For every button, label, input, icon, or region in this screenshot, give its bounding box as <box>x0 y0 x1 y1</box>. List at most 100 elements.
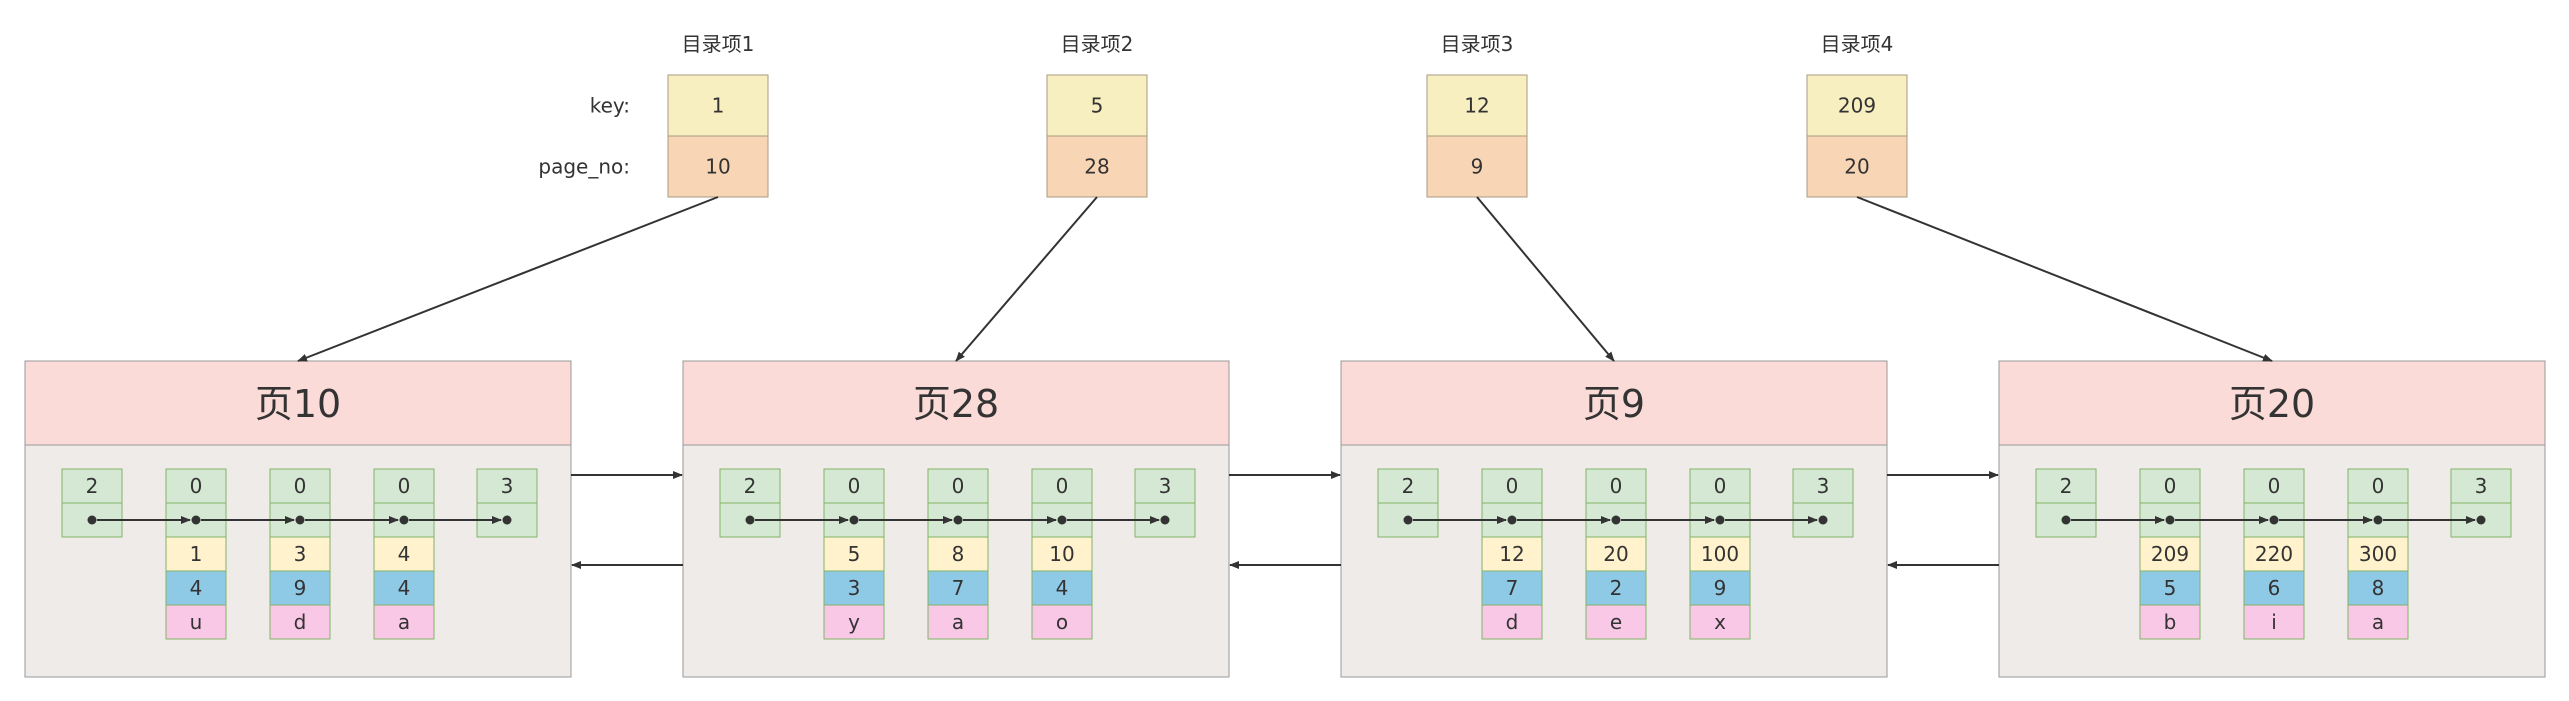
record-c1-cell <box>823 536 885 572</box>
directory-entry-title: 目录项4 <box>1821 32 1894 56</box>
record-next-value: 0 <box>2372 474 2385 498</box>
record-next-value: 0 <box>2164 474 2177 498</box>
record-c2-value: 4 <box>398 576 411 600</box>
page-no-row-label: page_no: <box>538 155 630 179</box>
infimum-next-value: 2 <box>744 474 757 498</box>
pointer-dot <box>502 515 512 525</box>
page-title: 页20 <box>2229 382 2315 426</box>
record-c2-value: 4 <box>1056 576 1069 600</box>
pointer-dot <box>1818 515 1828 525</box>
record-c2-cell <box>927 570 989 606</box>
record-next-cell <box>2243 468 2305 504</box>
directory-page-no-value: 28 <box>1084 155 1109 179</box>
directory-entry-title: 目录项2 <box>1061 32 1134 56</box>
pointer-dot <box>295 515 305 525</box>
record-c2-cell <box>2139 570 2201 606</box>
record-c3-value: e <box>1610 610 1622 634</box>
record-next-value: 0 <box>2268 474 2281 498</box>
record-c3-cell <box>2139 604 2201 640</box>
record-next-value: 0 <box>1056 474 1069 498</box>
record-c1-value: 12 <box>1499 542 1524 566</box>
directory-entry: 目录项2 5 28 <box>1046 32 1148 198</box>
directory-page-no-cell <box>1046 135 1148 198</box>
record-next-cell <box>2139 468 2201 504</box>
record-c3-cell <box>2347 604 2409 640</box>
infimum-next-cell <box>1377 468 1439 504</box>
record-next-value: 0 <box>1610 474 1623 498</box>
record-c3-cell <box>823 604 885 640</box>
pointer-dot <box>849 515 859 525</box>
pointer-dot <box>745 515 755 525</box>
record-c2-cell <box>1689 570 1751 606</box>
record-c2-cell <box>165 570 227 606</box>
record-c1-value: 20 <box>1603 542 1628 566</box>
record-c1-value: 5 <box>848 542 861 566</box>
directory-page-no-cell <box>1806 135 1908 198</box>
directory-to-page-arrow <box>1856 196 2273 362</box>
pointer-dot <box>191 515 201 525</box>
record-c1-cell <box>373 536 435 572</box>
directory-key-cell <box>1046 74 1148 137</box>
pointer-dot <box>953 515 963 525</box>
infimum-next-value: 2 <box>86 474 99 498</box>
key-row-label: key: <box>590 94 630 118</box>
record-c3-value: b <box>2164 610 2177 634</box>
record-c3-cell <box>1031 604 1093 640</box>
directory-key-cell <box>667 74 769 137</box>
pointer-dot <box>2269 515 2279 525</box>
page-title: 页10 <box>255 382 341 426</box>
supremum-next-value: 3 <box>1817 474 1830 498</box>
pointer-dot <box>1715 515 1725 525</box>
record-next-cell <box>1481 468 1543 504</box>
record-c3-cell <box>1585 604 1647 640</box>
record-c3-value: o <box>1056 610 1068 634</box>
supremum-next-cell <box>476 468 538 504</box>
pointer-dot <box>2061 515 2071 525</box>
record-c3-cell <box>927 604 989 640</box>
record-c2-value: 8 <box>2372 576 2385 600</box>
record-c2-value: 4 <box>190 576 203 600</box>
record-c3-value: d <box>1506 610 1519 634</box>
page-header <box>1340 360 1888 446</box>
directory-entry: 目录项4 209 20 <box>1806 32 1908 198</box>
record-next-cell <box>1689 468 1751 504</box>
record-c3-cell <box>1481 604 1543 640</box>
supremum-next-value: 3 <box>2475 474 2488 498</box>
record-c2-cell <box>2243 570 2305 606</box>
supremum-next-cell <box>2450 468 2512 504</box>
directory-page-no-cell <box>667 135 769 198</box>
record-c2-cell <box>373 570 435 606</box>
supremum-next-cell <box>1792 468 1854 504</box>
directory-page-no-value: 20 <box>1844 155 1869 179</box>
infimum-next-cell <box>2035 468 2097 504</box>
record-c1-cell <box>1585 536 1647 572</box>
record-c2-value: 2 <box>1610 576 1623 600</box>
record-c3-value: d <box>294 610 307 634</box>
infimum-next-value: 2 <box>2060 474 2073 498</box>
record-c1-value: 10 <box>1049 542 1074 566</box>
record-c2-value: 7 <box>952 576 965 600</box>
page-header <box>1998 360 2546 446</box>
record-c3-value: a <box>2372 610 2384 634</box>
infimum-next-cell <box>719 468 781 504</box>
directory-key-value: 209 <box>1838 94 1876 118</box>
record-c3-cell <box>373 604 435 640</box>
pointer-dot <box>1403 515 1413 525</box>
record-c3-cell <box>1689 604 1751 640</box>
record-next-cell <box>823 468 885 504</box>
record-c1-value: 220 <box>2255 542 2293 566</box>
page-title: 页9 <box>1583 382 1645 426</box>
pointer-dot <box>1057 515 1067 525</box>
directory-key-value: 5 <box>1091 94 1104 118</box>
pointer-dot <box>399 515 409 525</box>
pointer-dot <box>1507 515 1517 525</box>
record-c3-value: a <box>398 610 410 634</box>
directory-page-no-value: 10 <box>705 155 730 179</box>
record-c1-cell <box>927 536 989 572</box>
